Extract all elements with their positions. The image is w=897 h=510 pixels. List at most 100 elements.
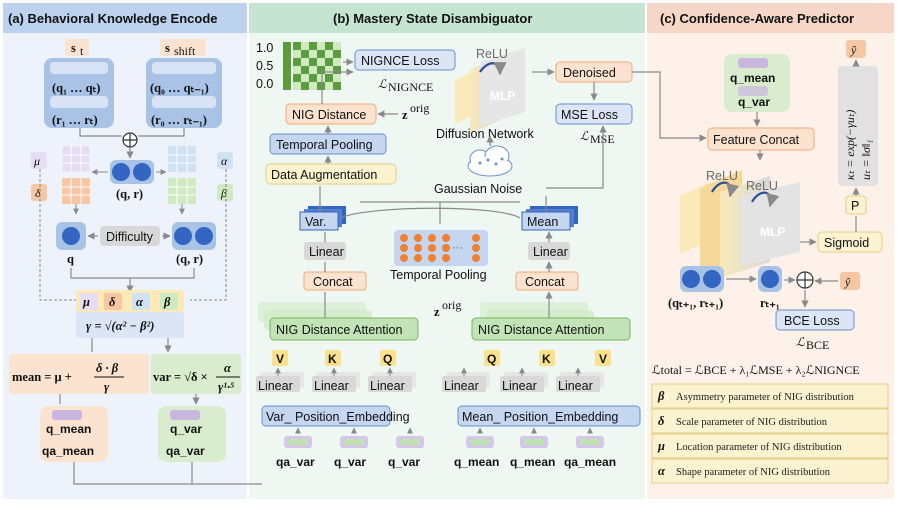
var-position-embedding-box	[261, 405, 391, 427]
nignce-loss-sub: NIGNCE	[388, 80, 433, 94]
q-input-box	[724, 54, 790, 112]
var-stack: Var.	[299, 206, 346, 231]
bce-loss-symbol: ℒ	[796, 335, 805, 349]
qr-center: (q, r)	[116, 187, 143, 201]
token-icon	[400, 439, 420, 445]
temporal-pooling-top-label: Temporal Pooling	[276, 138, 373, 152]
sequence-box-left	[44, 58, 114, 128]
pool-dot	[414, 234, 422, 242]
pool-dot	[428, 254, 436, 262]
heatmap-cell	[293, 82, 301, 90]
gaussian-noise-label: Gaussian Noise	[434, 182, 522, 196]
linear-proj-label: Linear	[502, 379, 537, 393]
temporal-pooling-dots: ···	[394, 230, 488, 266]
feature-concat-label: Feature Concat	[713, 133, 800, 147]
r-seq: (r₁ … rₜ)	[52, 113, 98, 127]
param-delta: δ	[109, 295, 116, 309]
nig-distance-box	[285, 103, 377, 125]
s-shift-label: s	[165, 41, 170, 55]
denoised-label: Denoised	[563, 66, 616, 80]
nig-attn-left-label: NIG Distance Attention	[276, 323, 403, 337]
pool-dot	[414, 254, 422, 262]
heatmap-cell	[333, 58, 341, 66]
mse-loss-label: MSE Loss	[561, 108, 618, 122]
bce-loss-label: BCE Loss	[784, 314, 840, 328]
q-mean-c: q_mean	[730, 71, 775, 85]
pool-dot	[442, 234, 450, 242]
q-var-a: q_var	[170, 422, 202, 436]
mu-symbol: μ	[33, 154, 40, 168]
heatmap-cell	[301, 82, 309, 90]
heatmap-cell	[317, 58, 325, 66]
var-frac-den: γ¹·⁵	[218, 380, 234, 394]
delta-symbol: δ	[35, 186, 41, 200]
qr-label: (q, r)	[176, 252, 203, 266]
linear-proj-shadow	[500, 376, 544, 392]
predictor-mlp-label: MLP	[760, 225, 785, 239]
beta-symbol: β	[220, 186, 227, 200]
heatmap-cell	[309, 82, 317, 90]
qa-var-a: qa_var	[166, 444, 205, 458]
panel-b-content: 1.0 0.5 0.0 NIGNCE Loss ℒ NIGNCE ReLU ML…	[256, 41, 707, 469]
z-orig-mid-sup: orig	[442, 298, 461, 312]
contrastive-heatmap	[293, 42, 341, 90]
heatmap-cell	[309, 58, 317, 66]
q-var-c: q_var	[738, 95, 770, 109]
mse-loss-box	[555, 103, 633, 125]
token-icon	[288, 439, 308, 445]
heatmap-cell	[317, 66, 325, 74]
k-right: K	[542, 352, 551, 366]
var-frac-num: α	[224, 361, 232, 375]
linear-proj-shadow	[256, 376, 300, 392]
heatmap-cell	[317, 42, 325, 50]
confidence-formula-box	[838, 66, 878, 186]
panel-c-title: (c) Confidence-Aware Predictor	[660, 11, 854, 26]
pool-dot	[472, 244, 480, 252]
gaussian-noise-cloud-icon	[467, 145, 513, 177]
heatmap-cell	[333, 42, 341, 50]
linear-proj-label: Linear	[444, 379, 479, 393]
var-stack-label: Var.	[305, 215, 326, 229]
heatmap-cell	[293, 42, 301, 50]
nignce-loss-label: NIGNCE Loss	[361, 54, 440, 68]
z-orig-top: z	[402, 108, 408, 122]
pool-dot	[400, 244, 408, 252]
legend-symbol: δ	[658, 414, 665, 428]
y-tick-mid: 0.5	[256, 59, 273, 73]
sigmoid-box	[817, 231, 883, 253]
mean-stack: Mean	[521, 206, 578, 231]
s-shift-sub: shift	[174, 44, 196, 58]
heatmap-cell	[293, 66, 301, 74]
heatmap-cell	[317, 74, 325, 82]
u-formula: uₜ = ‖σ‖₁	[859, 140, 873, 180]
linear-proj-label: Linear	[370, 379, 405, 393]
sequence-box-right	[146, 58, 222, 128]
pool-dot	[472, 234, 480, 242]
mean-stack-label: Mean	[527, 215, 558, 229]
heatmap-cell	[301, 42, 309, 50]
legend-text: Scale parameter of NIG distribution	[676, 417, 828, 428]
s-t-sub: t	[80, 44, 84, 58]
linear-proj-shadow	[556, 376, 600, 392]
y-tick-top: 1.0	[256, 41, 273, 55]
legend-row	[651, 458, 889, 484]
concat-right-label: Concat	[525, 275, 565, 289]
r-next: rₜ₊₁	[760, 296, 780, 310]
linear-proj-label: Linear	[258, 379, 293, 393]
legend-symbol: α	[658, 464, 666, 478]
y-hat-bottom: ŷ	[844, 275, 851, 289]
heatmap-cell	[325, 74, 333, 82]
q-right: Q	[487, 352, 496, 366]
in-right-0: q_mean	[454, 455, 499, 469]
heatmap-cell	[301, 50, 309, 58]
predictor-mlp: ReLU ReLU MLP	[680, 169, 800, 278]
v-right: V	[599, 352, 607, 366]
panel-c-content: ŷ q_mean q_var κₜ = exp(−γuₜ) uₜ = ‖σ‖₁ …	[651, 40, 889, 484]
q-shift-seq: (q₀ … qₜ₋₁)	[150, 81, 209, 95]
y-tick-bottom: 0.0	[256, 77, 273, 91]
diffusion-network-label: Diffusion Network	[436, 127, 534, 141]
in-right-1: q_mean	[510, 455, 555, 469]
token-icon	[524, 439, 544, 445]
